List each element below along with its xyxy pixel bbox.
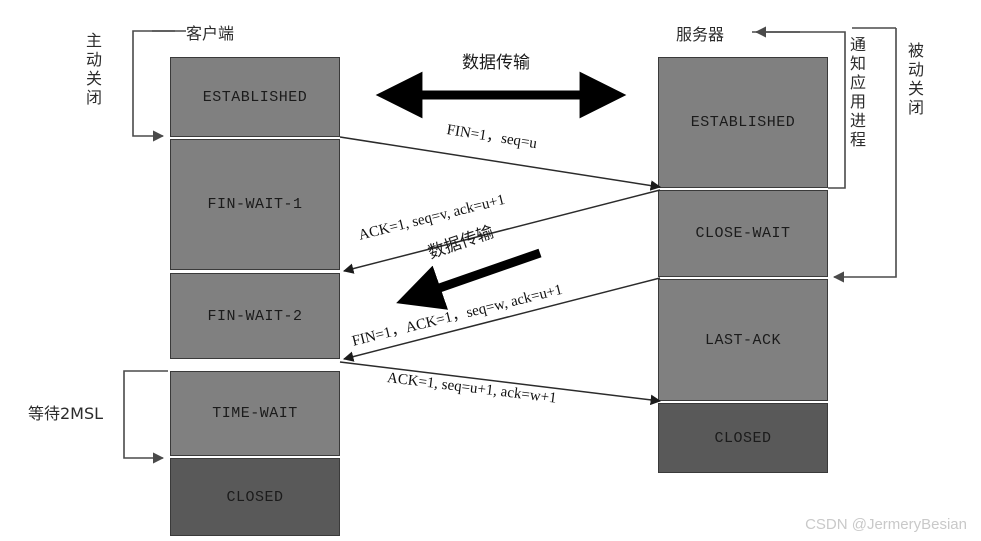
active-close-annotation: 主动关闭	[83, 32, 102, 108]
watermark: CSDN @JermeryBesian	[805, 516, 967, 533]
segment-arrow-fin-2	[342, 277, 661, 362]
client-state-fin-wait-1-label: FIN-WAIT-1	[207, 196, 303, 213]
client-state-closed[interactable]: CLOSED	[170, 458, 340, 536]
segment-label-fin-1: FIN=1，seq=u	[445, 122, 538, 153]
wait-2msl-bracket	[123, 370, 168, 464]
server-state-closed[interactable]: CLOSED	[658, 403, 828, 473]
client-state-time-wait-label: TIME-WAIT	[212, 405, 298, 422]
segment-label-ack-2: ACK=1, seq=u+1, ack=w+1	[386, 370, 558, 407]
data-flow-label-1: 数据传输	[462, 53, 530, 73]
server-endpoint-label: 服务器	[676, 25, 725, 44]
client-state-closed-label: CLOSED	[226, 488, 284, 506]
server-state-established[interactable]: ESTABLISHED	[658, 57, 828, 188]
server-state-last-ack-label: LAST-ACK	[704, 331, 781, 349]
wait-2msl-annotation: 等待2MSL	[28, 404, 104, 423]
server-state-close-wait[interactable]: CLOSE-WAIT	[658, 190, 828, 277]
segment-label-fin-2: FIN=1，ACK=1，seq=w, ack=u+1	[350, 281, 565, 350]
server-state-closed-label: CLOSED	[714, 429, 772, 447]
client-state-fin-wait-2-label: FIN-WAIT-2	[207, 307, 303, 325]
client-state-time-wait[interactable]: TIME-WAIT	[170, 371, 340, 456]
notify-app-annotation: 通知应用进程	[847, 36, 866, 150]
passive-close-annotation: 被动关闭	[905, 42, 924, 118]
client-state-established[interactable]: ESTABLISHED	[170, 57, 340, 137]
server-state-established-label: ESTABLISHED	[690, 114, 796, 131]
server-state-close-wait-label: CLOSE-WAIT	[695, 225, 791, 242]
active-close-bracket	[132, 30, 175, 142]
server-state-last-ack[interactable]: LAST-ACK	[658, 279, 828, 401]
client-state-established-label: ESTABLISHED	[202, 88, 308, 106]
client-endpoint-label: 客户端	[186, 24, 235, 43]
client-state-fin-wait-1[interactable]: FIN-WAIT-1	[170, 139, 340, 270]
client-state-fin-wait-2[interactable]: FIN-WAIT-2	[170, 273, 340, 359]
